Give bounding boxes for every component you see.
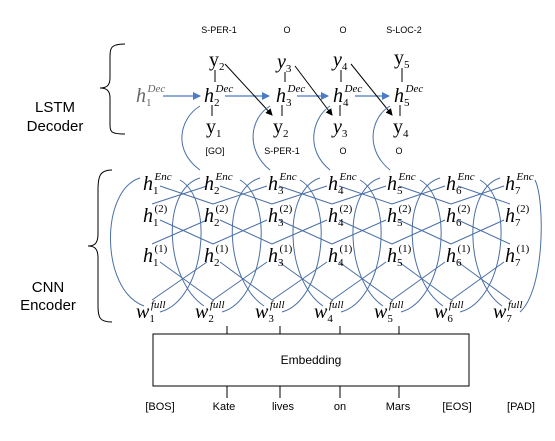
encoder-layer1-node: h5(1) [387,243,412,269]
attention-link [372,105,391,171]
encoder-layer2-node: h6(2) [446,203,471,229]
decoder-vertical-links [211,68,403,116]
encoder-word-node: w3full [255,299,285,325]
attention-link [313,105,331,171]
encoder-enc-node: h5Enc [387,171,416,197]
cnn-brace [87,169,113,323]
decoder-input-node: y1 [206,116,222,140]
lstm-label: LSTM [35,99,75,116]
decoder-cross-arrows [224,63,393,116]
embedding-box [152,333,470,387]
encoder-layer1-node: h4(1) [328,243,353,269]
encoder-word-node: w4full [314,299,344,325]
input-token: [EOS] [442,401,471,413]
encoder-enc-node: h6Enc [446,171,475,197]
cnn-label: CNN [32,279,65,296]
input-token: [PAD] [507,401,535,413]
decoder-input-tag: O [339,146,346,156]
encoder-layer2-row: h1(2) h2(2) h3(2) h4(2) h5(2) h6(2) h7(2… [143,203,530,229]
decoder-input-tag: S-PER-1 [264,146,300,156]
encoder-label: Encoder [20,297,76,314]
decoder-hidden-node: h5Dec [394,83,423,109]
embedding-ticks [226,326,400,398]
decoder-input-node: y2 [273,116,289,140]
decoder-input-tag: [GO] [205,146,224,156]
decoder-top-y-row: y2 y3 y4 y5 [209,47,410,75]
encoder-word-node: w7full [493,299,523,325]
encoder-layer1-node: h6(1) [446,243,471,269]
decoder-input-tag: O [395,146,402,156]
decoder-output-tag: S-PER-1 [201,25,237,35]
decoder-output-tag: S-LOC-2 [386,25,422,35]
decoder-output-node: y3 [275,51,292,75]
decoder-bottom-y-row: y1 y2 y3 y4 [206,116,409,140]
feedback-arrow [350,63,393,116]
encoder-word-node: w5full [374,299,404,325]
feedback-arrow [294,65,333,116]
encoder-word-node: w2full [195,299,225,325]
decoder-output-node: y4 [331,49,348,73]
encoder-connections [110,177,542,313]
encoder-layer1-node: h2(1) [204,243,229,269]
encoder-layer2-node: h7(2) [505,203,530,229]
encoder-word-node: w6full [434,299,464,325]
lstm-brace [99,43,126,135]
encoder-decoder-links [181,105,391,171]
encoder-layer2-node: h3(2) [268,203,293,229]
decoder-output-tags: S-PER-1 O O S-LOC-2 [201,25,422,35]
decoder-output-tag: O [339,25,346,35]
decoder-output-tag: O [283,25,290,35]
encoder-layer1-node: h7(1) [505,243,530,269]
encoder-layer2-node: h2(2) [204,203,229,229]
token-row: [BOS] Kate lives on Mars [EOS] [PAD] [145,401,535,413]
encoder-enc-node: h7Enc [505,171,534,197]
encoder-layer1-node: h1(1) [143,243,168,269]
decoder-output-node: y2 [209,49,225,73]
encoder-enc-node: h1Enc [143,171,172,197]
encoder-enc-node: h3Enc [268,171,297,197]
encoder-layer2-node: h4(2) [328,203,353,229]
decoder-input-node: y4 [393,116,409,140]
encoder-word-node: w1full [136,299,166,325]
encoder-enc-node: h2Enc [204,171,233,197]
decoder-hidden-node: h3Dec [276,83,305,109]
encoder-layer2-node: h5(2) [387,203,412,229]
attention-link [252,105,271,171]
decoder-input-tags: [GO] S-PER-1 O O [205,146,402,156]
decoder-hidden-node: h1Dec [136,83,165,109]
feedback-arrow [224,63,273,116]
attention-link [181,105,201,171]
encoder-enc-node: h4Enc [328,171,357,197]
input-token: Kate [213,401,236,413]
input-token: on [334,401,346,413]
input-token: [BOS] [145,401,174,413]
decoder-hidden-node: h4Dec [333,83,362,109]
decoder-hidden-row: h1Dec h2Dec h3Dec h4Dec h5Dec [136,83,423,109]
decoder-input-node: y3 [331,116,348,140]
encoder-enc-row: h1Enc h2Enc h3Enc h4Enc h5Enc h6Enc h7En… [143,171,534,197]
encoder-layer1-row: h1(1) h2(1) h3(1) h4(1) h5(1) h6(1) h7(1… [143,243,530,269]
embedding-label: Embedding [281,353,342,367]
encoder-word-row: w1full w2full w3full w4full w5full w6ful… [136,299,523,325]
encoder-layer2-node: h1(2) [143,203,168,229]
decoder-output-node: y5 [394,47,410,71]
encoder-layer1-node: h3(1) [268,243,293,269]
decoder-hidden-node: h2Dec [204,83,233,109]
input-token: Mars [386,401,411,413]
decoder-label: Decoder [27,118,84,135]
input-token: lives [272,401,295,413]
